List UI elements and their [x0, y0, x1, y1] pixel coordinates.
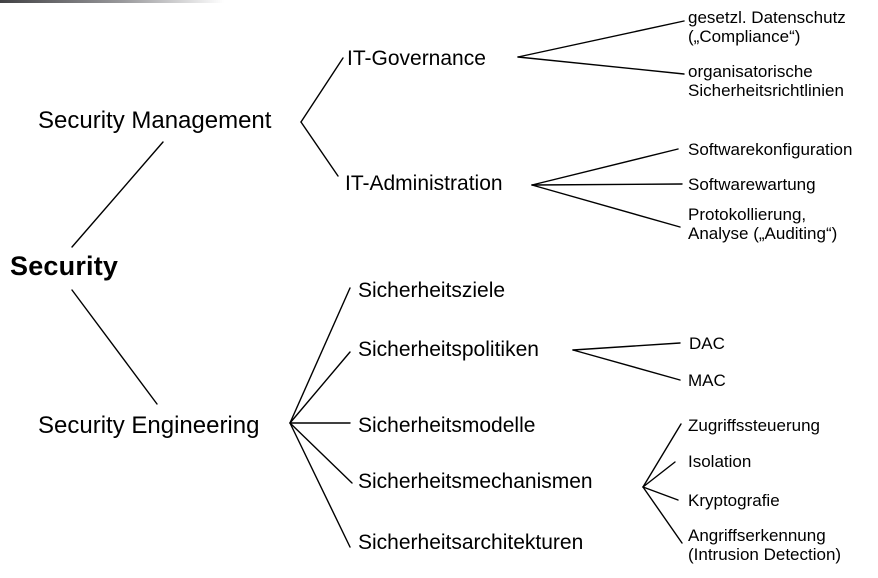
edge-security-to-engineering [71, 289, 158, 405]
node-sicherheitsziele-label: Sicherheitsziele [358, 279, 506, 302]
node-it-administration: IT-Administration [345, 172, 503, 196]
edge-security-to-management [71, 141, 164, 248]
edge-engineering-to-architekturen [289, 422, 351, 548]
edge-mechanismen-to-kryptografie [642, 486, 679, 501]
leaf-line: Isolation [688, 452, 752, 471]
node-sicherheitsmechanismen: Sicherheitsmechanismen [358, 470, 593, 494]
node-security-engineering-label: Security Engineering [38, 412, 260, 439]
edge-mechanismen-to-zugriffssteuerung [642, 423, 682, 488]
node-sicherheitsarchitekturen-label: Sicherheitsarchitekturen [358, 531, 584, 554]
leaf-line: Protokollierung, [688, 205, 807, 224]
edge-engineering-to-politiken [289, 351, 351, 424]
leaf-line: Analyse („Auditing“) [688, 224, 838, 243]
edge-mechanismen-to-angriffserkennung [642, 486, 683, 544]
leaf-line: MAC [688, 371, 726, 390]
leaf-dac: DAC [689, 334, 725, 353]
leaf-line: organisatorische [688, 62, 813, 81]
edge-politiken-to-mac [572, 349, 681, 381]
leaf-line: Angriffserkennung [688, 526, 826, 545]
node-sicherheitspolitiken-label: Sicherheitspolitiken [358, 338, 539, 361]
edge-mechanismen-to-isolation [642, 461, 676, 488]
edge-engineering-to-mechanismen [289, 422, 353, 484]
leaf-line: („Compliance“) [688, 27, 801, 46]
leaf-line: Kryptografie [688, 491, 780, 510]
node-security-engineering: Security Engineering [38, 412, 259, 440]
leaf-angriffserkennung: Angriffserkennung (Intrusion Detection) [688, 526, 841, 564]
edge-management-to-administration [300, 121, 339, 177]
node-sicherheitsmodelle: Sicherheitsmodelle [358, 414, 535, 438]
leaf-kryptografie: Kryptografie [688, 491, 780, 510]
node-it-governance-label: IT-Governance [347, 47, 486, 70]
node-security-management: Security Management [38, 107, 271, 135]
node-sicherheitspolitiken: Sicherheitspolitiken [358, 338, 539, 362]
leaf-protokollierung-auditing: Protokollierung, Analyse („Auditing“) [688, 205, 837, 243]
edge-administration-to-softwarewartung [531, 183, 683, 186]
node-security: Security [10, 251, 118, 282]
edge-governance-to-richtlinien [517, 56, 685, 75]
edge-administration-to-softwarekonfiguration [531, 148, 679, 186]
node-it-governance: IT-Governance [347, 47, 486, 71]
node-security-management-label: Security Management [38, 107, 272, 134]
edge-politiken-to-dac [572, 342, 681, 351]
node-sicherheitsarchitekturen: Sicherheitsarchitekturen [358, 531, 583, 555]
node-it-administration-label: IT-Administration [345, 172, 503, 195]
leaf-organisatorische-richtlinien: organisatorische Sicherheitsrichtlinien [688, 62, 844, 100]
leaf-softwarekonfiguration: Softwarekonfiguration [688, 140, 852, 159]
leaf-line: (Intrusion Detection) [688, 545, 842, 564]
leaf-mac: MAC [688, 371, 726, 390]
edge-administration-to-protokollierung [531, 184, 681, 228]
leaf-line: Softwarekonfiguration [688, 140, 853, 159]
edge-engineering-to-ziele [289, 287, 351, 424]
node-sicherheitsmechanismen-label: Sicherheitsmechanismen [358, 470, 593, 493]
leaf-line: Sicherheitsrichtlinien [688, 81, 844, 100]
leaf-softwarewartung: Softwarewartung [688, 175, 816, 194]
leaf-zugriffssteuerung: Zugriffssteuerung [688, 416, 820, 435]
edge-governance-to-datenschutz [517, 20, 685, 58]
node-security-label: Security [10, 251, 119, 281]
leaf-line: gesetzl. Datenschutz [688, 8, 846, 27]
leaf-isolation: Isolation [688, 452, 751, 471]
node-sicherheitsmodelle-label: Sicherheitsmodelle [358, 414, 536, 437]
leaf-line: DAC [689, 334, 725, 353]
top-edge-artifact [0, 0, 224, 3]
node-sicherheitsziele: Sicherheitsziele [358, 279, 505, 303]
leaf-gesetzl-datenschutz: gesetzl. Datenschutz („Compliance“) [688, 8, 846, 46]
leaf-line: Softwarewartung [688, 175, 816, 194]
edge-management-to-governance [300, 57, 344, 123]
leaf-line: Zugriffssteuerung [688, 416, 820, 435]
